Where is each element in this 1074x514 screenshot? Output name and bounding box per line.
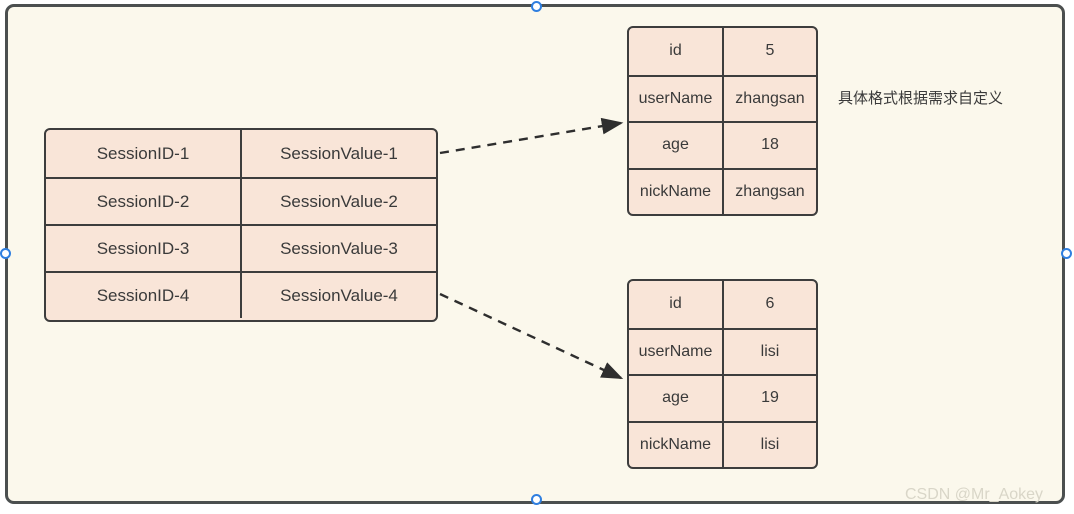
- field-name-cell: age: [662, 389, 689, 407]
- selection-handle-right[interactable]: [1061, 248, 1072, 259]
- session-value-cell: SessionValue-3: [240, 226, 436, 271]
- table-row[interactable]: userName lisi: [629, 327, 816, 374]
- table-row[interactable]: nickName zhangsan: [629, 167, 816, 214]
- field-value-cell: lisi: [722, 422, 816, 467]
- table-row[interactable]: userName zhangsan: [629, 74, 816, 121]
- table-row[interactable]: SessionID-3 SessionValue-3: [46, 224, 436, 271]
- field-name-cell: userName: [638, 342, 713, 360]
- selection-handle-left[interactable]: [0, 248, 11, 259]
- field-name-cell: nickName: [639, 435, 712, 453]
- field-value-cell: 19: [722, 376, 816, 421]
- format-note-label: 具体格式根据需求自定义: [838, 90, 1004, 107]
- session-id-cell: SessionID-3: [96, 238, 190, 258]
- table-row[interactable]: id 6: [629, 281, 816, 328]
- field-name-cell: nickName: [639, 182, 712, 200]
- field-value-cell: zhangsan: [722, 76, 816, 121]
- table-row[interactable]: SessionID-1 SessionValue-1: [46, 130, 436, 177]
- field-name-cell: id: [669, 295, 682, 313]
- table-row[interactable]: id 5: [629, 28, 816, 75]
- session-store-table[interactable]: SessionID-1 SessionValue-1 SessionID-2 S…: [44, 128, 438, 322]
- field-value-cell: 5: [722, 28, 816, 75]
- session-value-cell: SessionValue-4: [240, 273, 436, 318]
- session-id-cell: SessionID-1: [96, 143, 190, 163]
- field-value-cell: 6: [722, 281, 816, 328]
- table-row[interactable]: SessionID-2 SessionValue-2: [46, 177, 436, 224]
- field-value-cell: zhangsan: [722, 169, 816, 214]
- selection-handle-bottom[interactable]: [531, 494, 542, 505]
- session-value-cell: SessionValue-2: [240, 179, 436, 224]
- session-id-cell: SessionID-2: [96, 191, 190, 211]
- field-name-cell: userName: [638, 89, 713, 107]
- field-name-cell: id: [669, 42, 682, 60]
- table-row[interactable]: SessionID-4 SessionValue-4: [46, 271, 436, 318]
- session-value-detail-lisi[interactable]: id 6 userName lisi age 19 nickName lisi: [627, 279, 818, 469]
- table-row[interactable]: age 19: [629, 374, 816, 421]
- session-id-cell: SessionID-4: [96, 285, 190, 305]
- watermark-label: CSDN @Mr_Aokey: [905, 486, 1044, 503]
- field-value-cell: lisi: [722, 329, 816, 374]
- table-row[interactable]: age 18: [629, 121, 816, 168]
- field-value-cell: 18: [722, 123, 816, 168]
- table-row[interactable]: nickName lisi: [629, 420, 816, 467]
- session-value-detail-zhangsan[interactable]: id 5 userName zhangsan age 18 nickName z…: [627, 26, 818, 216]
- field-name-cell: age: [662, 136, 689, 154]
- session-value-cell: SessionValue-1: [240, 130, 436, 177]
- selection-handle-top[interactable]: [531, 1, 542, 12]
